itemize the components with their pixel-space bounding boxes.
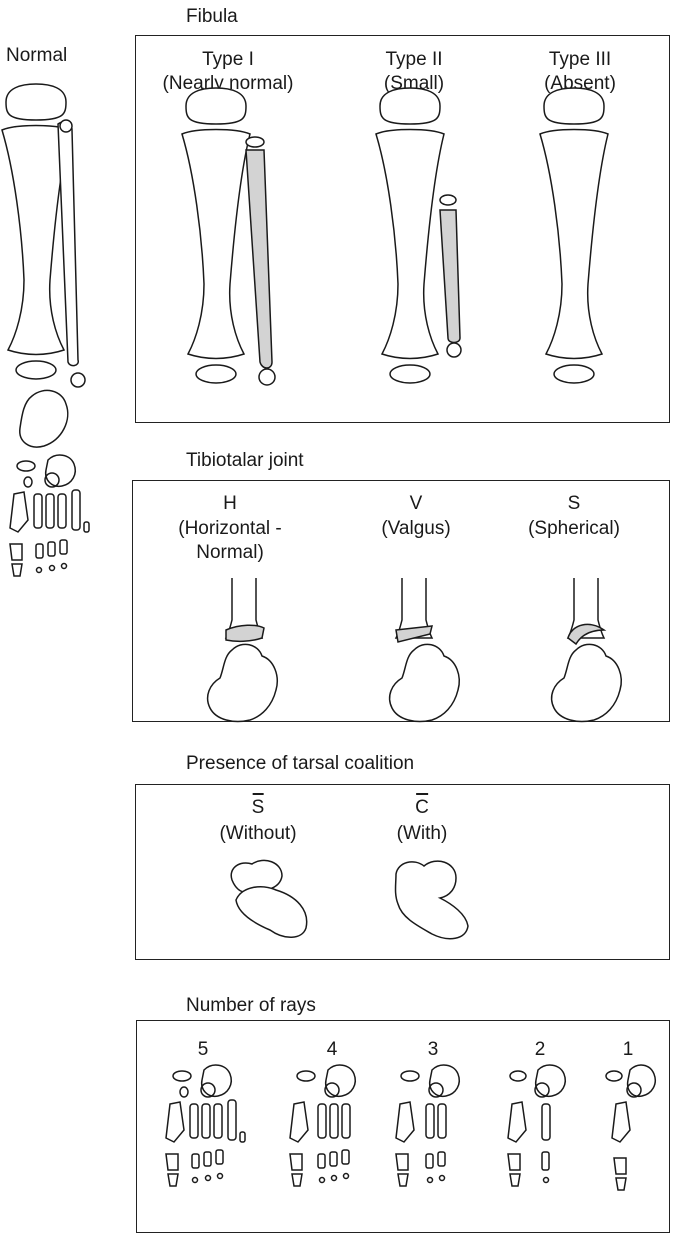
coalition-with-code-text: C: [415, 793, 429, 818]
fibula-type-1-fibula-head: [245, 136, 265, 148]
fibula-type-2-fibula-head: [439, 194, 457, 206]
coalition-without-drawing: [230, 859, 308, 938]
normal-foot: [9, 454, 90, 577]
rays-count-4: 4: [326, 1039, 338, 1060]
coalition-heading: Presence of tarsal coalition: [186, 753, 415, 774]
fibula-type-2-tibia: [375, 87, 445, 384]
tibiotalar-type-h-code: H: [223, 493, 237, 514]
normal-fibula: [57, 121, 79, 367]
tibiotalar-type-h-desc1: (Horizontal -: [178, 518, 282, 539]
coalition-with-code: C: [415, 793, 429, 819]
rays-foot-2: [507, 1064, 566, 1187]
rays-foot-3: [395, 1064, 460, 1187]
coalition-without-desc: (Without): [219, 823, 297, 844]
coalition-with-desc: (With): [396, 823, 448, 844]
fibula-type-2-fibula: [439, 209, 461, 344]
coalition-without-code-text: S: [251, 793, 265, 818]
rays-foot-1: [605, 1064, 656, 1191]
fibula-type-1-tibia: [181, 87, 251, 384]
tibiotalar-type-s-code: S: [567, 493, 581, 514]
tibiotalar-type-h-desc2: Normal): [196, 542, 264, 563]
fibula-type-2-name: Type II: [385, 49, 443, 70]
fibula-type-2-fibula-tip: [446, 342, 462, 358]
fibula-type-3-name: Type III: [548, 49, 612, 70]
rays-count-5: 5: [197, 1039, 209, 1060]
rays-foot-4: [289, 1064, 356, 1187]
tibiotalar-type-v-code: V: [409, 493, 423, 514]
coalition-with-drawing: [394, 860, 469, 940]
fibula-heading: Fibula: [186, 6, 238, 27]
tibiotalar-h-drawing: [206, 577, 278, 723]
tibiotalar-v-drawing: [388, 577, 460, 723]
tibiotalar-panel: [132, 480, 670, 722]
fibula-type-1-fibula-tip: [258, 368, 276, 386]
rays-foot-5: [165, 1064, 246, 1187]
normal-talus: [19, 389, 69, 448]
rays-count-1: 1: [622, 1039, 634, 1060]
tibiotalar-heading: Tibiotalar joint: [186, 450, 304, 471]
rays-panel: [136, 1020, 670, 1233]
fibula-panel: [135, 35, 670, 423]
rays-count-3: 3: [427, 1039, 439, 1060]
coalition-without-code: S: [251, 793, 265, 819]
fibula-type-1-name: Type I: [202, 49, 254, 70]
fibula-type-1-fibula: [245, 149, 273, 369]
normal-label: Normal: [6, 45, 68, 66]
rays-count-2: 2: [534, 1039, 546, 1060]
coalition-panel: [135, 784, 670, 960]
normal-fibula-tip: [70, 372, 86, 388]
normal-fibula-head: [59, 119, 73, 133]
tibiotalar-s-drawing: [550, 577, 622, 723]
tibiotalar-type-s-desc: (Spherical): [528, 518, 620, 539]
rays-heading: Number of rays: [186, 995, 316, 1016]
fibula-type-1-desc: (Nearly normal): [162, 73, 294, 94]
fibula-type-3-tibia: [539, 87, 609, 384]
tibiotalar-type-v-desc: (Valgus): [381, 518, 451, 539]
